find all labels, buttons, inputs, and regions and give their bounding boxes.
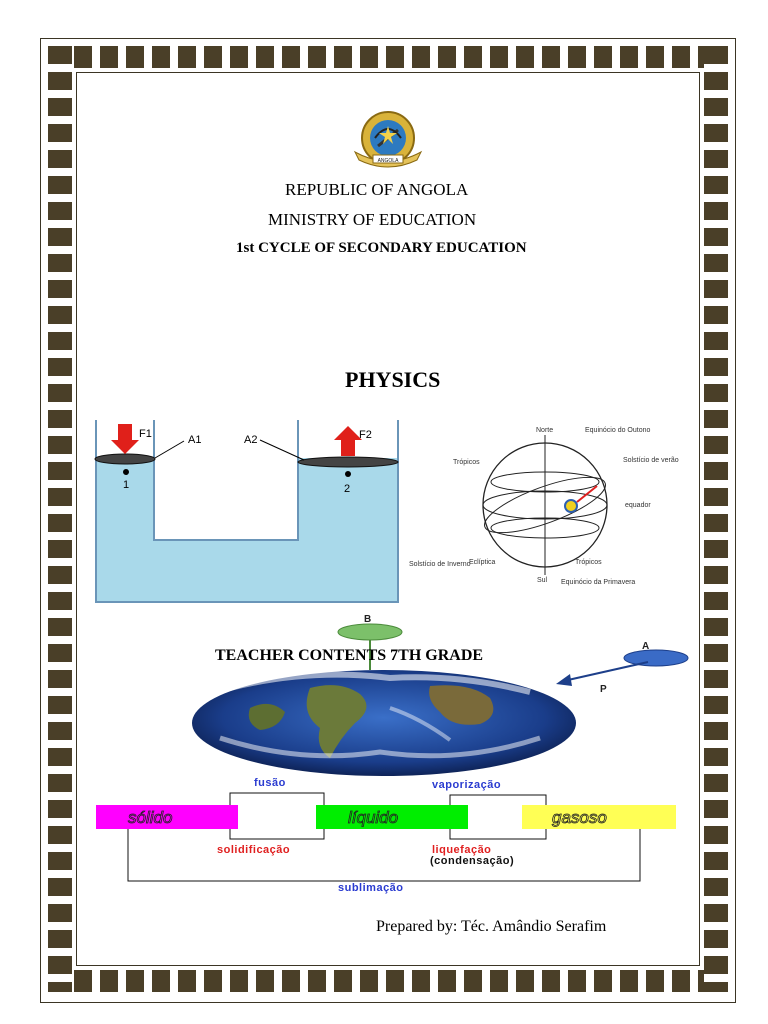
frame-border-left: [48, 46, 72, 992]
prepared-by: Prepared by: Téc. Amândio Serafim: [376, 918, 607, 935]
frame-border-bottom: [48, 970, 728, 992]
liquefacao-label: liquefação: [432, 844, 491, 856]
vector-b-label: B: [364, 614, 371, 625]
solid-state-box: [96, 805, 238, 829]
f2-label: F2: [359, 429, 372, 441]
ecliptica-label: Eclíptica: [469, 559, 496, 566]
frame-border-right: [704, 46, 728, 992]
vector-a-diagram: A P: [556, 641, 689, 695]
hydraulic-press-diagram: F1 F2 A1 A2 1 2: [94, 420, 399, 603]
subject-title: PHYSICS: [345, 367, 441, 392]
solidificacao-label: solidificação: [217, 844, 290, 856]
republic-heading: REPUBLIC OF ANGOLA: [285, 180, 469, 199]
force-arrow-up-icon: [334, 426, 362, 456]
states-of-matter-diagram: fusão vaporização solidificação liquefaç…: [96, 777, 676, 894]
equador-label: equador: [625, 502, 651, 509]
gas-state-box: [522, 805, 676, 829]
frame-border-top: [48, 46, 728, 68]
tropicos-top-label: Trópicos: [453, 459, 480, 466]
vaporizacao-label: vaporização: [432, 779, 501, 791]
norte-label: Norte: [536, 427, 553, 434]
a1-label: A1: [188, 434, 201, 446]
sul-label: Sul: [537, 577, 548, 584]
celestial-sphere-diagram: Norte Equinócio do Outono Solstício de v…: [409, 427, 679, 586]
point-1-label: 1: [123, 479, 129, 491]
grade-subtitle: TEACHER CONTENTS 7TH GRADE: [215, 647, 484, 664]
equinocio-outono-label: Equinócio do Outono: [585, 427, 650, 434]
vector-b-diagram: B: [337, 614, 403, 670]
a2-label: A2: [244, 434, 257, 446]
emblem-text: ANGOLA: [378, 158, 400, 164]
equinocio-primavera-label: Equinócio da Primavera: [561, 579, 635, 586]
hydraulic-water: [96, 458, 398, 602]
gasoso-label: gasoso: [552, 808, 607, 827]
cycle-heading: 1st CYCLE OF SECONDARY EDUCATION: [236, 240, 527, 256]
solido-label: sólido: [128, 808, 172, 827]
vector-a-label: A: [642, 641, 649, 652]
solsticio-inverno-label: Solstício de Inverno: [409, 561, 471, 568]
tropicos-bottom-label: Trópicos: [575, 559, 602, 566]
fusao-label: fusão: [254, 777, 286, 789]
condensacao-label: (condensação): [430, 855, 514, 867]
liquido-label: líquido: [348, 808, 398, 827]
force-arrow-down-icon: [111, 424, 139, 454]
angola-emblem-logo: ANGOLA: [353, 111, 423, 168]
f1-label: F1: [139, 428, 152, 440]
ministry-heading: MINISTRY OF EDUCATION: [268, 210, 477, 229]
sublimacao-label: sublimação: [338, 882, 404, 894]
point-2-label: 2: [344, 483, 350, 495]
vector-p-label: P: [600, 684, 607, 695]
earth-image: [192, 670, 576, 776]
outer-frame-line: [40, 38, 736, 1003]
solsticio-verao-label: Solstício de verão: [623, 457, 679, 464]
liquid-state-box: [316, 805, 468, 829]
